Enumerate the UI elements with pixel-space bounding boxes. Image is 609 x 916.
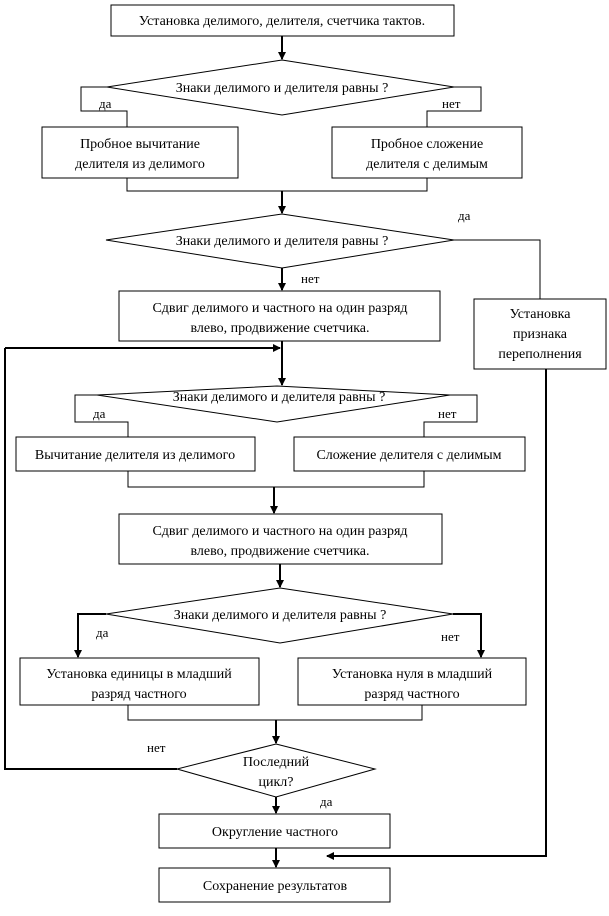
decision-3 [96, 385, 451, 423]
trial-subtract-box [41, 126, 239, 179]
subtract-box [15, 436, 256, 472]
decision-3-text: Знаки делимого и делителя равны ? [173, 390, 386, 405]
trial-subtract-line2: делителя из делимого [75, 157, 205, 172]
trial-add-box [331, 126, 523, 179]
set-zero-line2: разряд частного [364, 687, 459, 702]
last-cycle-line2: цикл? [259, 775, 294, 790]
merge-2 [127, 471, 425, 488]
loop-back-line [4, 348, 177, 770]
save-box-text: Сохранение результатов [203, 879, 348, 894]
last-cycle-line1: Последний [243, 755, 310, 770]
set-zero-line1: Установка нуля в младший [332, 667, 493, 682]
d3-yes-label: да [93, 406, 106, 421]
d1-yes-branch [80, 86, 128, 127]
save-box [158, 867, 391, 903]
trial-subtract-line1: Пробное вычитание [80, 137, 200, 152]
d3-no-label: нет [438, 406, 457, 421]
last-yes-label: да [320, 794, 333, 809]
d4-yes-branch [74, 613, 106, 658]
round-box-text: Округление частного [212, 825, 338, 840]
trial-add-line2: делителя с делимым [366, 157, 488, 172]
shift-2-line1: Сдвиг делимого и частного на один разряд [152, 524, 407, 539]
shift-1-box [118, 290, 441, 342]
overflow-box [473, 298, 607, 370]
last-no-label: нет [147, 740, 166, 755]
shift-1-line2: влево, продвижение счетчика. [191, 321, 370, 336]
add-box-text: Сложение делителя с делимым [316, 448, 501, 463]
overflow-line3: переполнения [498, 347, 582, 362]
decision-4-text: Знаки делимого и делителя равны ? [174, 608, 387, 623]
d2-yes-label: да [458, 208, 471, 223]
overflow-to-save-arrow [326, 369, 547, 860]
decision-4 [105, 587, 454, 644]
set-zero-box [297, 657, 527, 706]
subtract-box-text: Вычитание делителя из делимого [35, 448, 235, 463]
set-one-box [19, 657, 260, 706]
set-one-line2: разряд частного [91, 687, 186, 702]
round-box [158, 813, 391, 849]
start-box-text: Установка делимого, делителя, счетчика т… [139, 14, 425, 29]
d4-yes-label: да [96, 625, 109, 640]
d4-no-label: нет [441, 629, 460, 644]
overflow-line1: Установка [510, 307, 572, 322]
decision-2-text: Знаки делимого и делителя равны ? [176, 234, 389, 249]
d1-no-label: нет [442, 96, 461, 111]
d3-no-branch [423, 394, 478, 437]
merge-1 [126, 178, 428, 192]
shift-1-line1: Сдвиг делимого и частного на один разряд [152, 301, 407, 316]
start-box [110, 4, 455, 37]
d3-yes-branch [74, 394, 129, 437]
d2-yes-branch [454, 239, 541, 299]
d4-no-branch [453, 613, 485, 658]
decision-1 [106, 59, 455, 116]
d2-no-label: нет [301, 271, 320, 286]
d1-no-branch [426, 86, 482, 127]
decision-1-text: Знаки делимого и делителя равны ? [176, 81, 389, 96]
trial-add-line1: Пробное сложение [371, 137, 483, 152]
overflow-line2: признака [513, 327, 568, 342]
shift-2-line2: влево, продвижение счетчика. [191, 544, 370, 559]
d1-yes-label: да [99, 96, 112, 111]
merge-3 [127, 705, 423, 721]
set-one-line1: Установка единицы в младший [46, 667, 232, 682]
add-box [293, 436, 526, 472]
